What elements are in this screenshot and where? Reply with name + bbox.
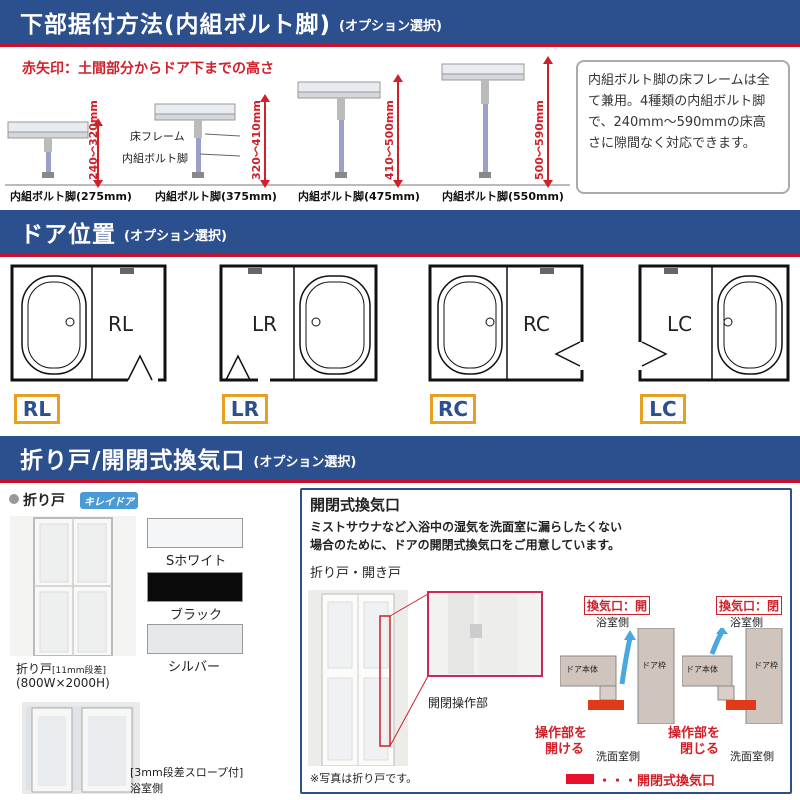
swatch-white-label: Sホワイト	[166, 554, 227, 569]
door-caption-1: 折り戸[11mm段差]	[16, 660, 106, 677]
close-action-2: 閉じる	[680, 742, 720, 757]
swatch-white[interactable]	[147, 518, 243, 548]
slope-caption-1: [3mm段差スロープ付]	[130, 766, 244, 779]
open-frame-label: ドア枠	[642, 661, 666, 670]
section3-divider	[0, 480, 800, 483]
section3-title: 折り戸/開閉式換気口	[20, 448, 246, 474]
section1-banner: 下部据付方法(内組ボルト脚) (オプション選択)	[0, 0, 800, 44]
bolt-label: 内組ボルト脚	[122, 152, 188, 165]
slope-photo	[22, 702, 140, 794]
tag-rl[interactable]: RL	[14, 394, 60, 424]
range-550: 500〜590mm	[533, 100, 546, 180]
vent-legend-label: ・・・開閉式換気口	[598, 774, 716, 789]
swatch-silver-label: シルバー	[168, 660, 221, 675]
leg-diagram-375	[154, 94, 270, 188]
plan-label-rl: RL	[108, 312, 134, 336]
close-body-label: ドア本体	[686, 665, 718, 674]
bullet-icon	[9, 494, 19, 504]
close-wash-label: 洗面室側	[730, 750, 774, 763]
vent-title: 開閉式換気口	[310, 496, 401, 514]
kirei-door-badge: キレイドア	[80, 492, 138, 509]
leg-caption-475: 内組ボルト脚(475mm)	[298, 190, 420, 203]
section3-subtitle: (オプション選択)	[253, 454, 357, 470]
section1-title: 下部据付方法(内組ボルト脚)	[20, 12, 332, 38]
open-wash-label: 洗面室側	[596, 750, 640, 763]
section2-banner: ドア位置 (オプション選択)	[0, 210, 800, 254]
door-plans	[10, 264, 790, 382]
vent-box	[300, 488, 792, 794]
vent-desc-2: 場合のために、ドアの開閉式換気口をご用意しています。	[310, 538, 621, 552]
tag-lr[interactable]: LR	[222, 394, 268, 424]
section2-divider	[0, 254, 800, 257]
leg-caption-275: 内組ボルト脚(275mm)	[10, 190, 132, 203]
plan-label-lr: LR	[252, 312, 278, 336]
close-bath-label: 浴室側	[730, 616, 763, 629]
folding-door-photo	[10, 516, 136, 656]
plan-label-lc: LC	[667, 312, 693, 336]
vent-door-type: 折り戸・開き戸	[310, 566, 402, 581]
leg-caption-375: 内組ボルト脚(375mm)	[155, 190, 277, 203]
vent-desc-1: ミストサウナなど入浴中の湿気を洗面室に漏らしたくない	[310, 520, 623, 534]
leg-diagram-475	[297, 74, 403, 188]
leg-caption-550: 内組ボルト脚(550mm)	[442, 190, 564, 203]
plan-label-rc: RC	[523, 312, 550, 336]
plan-rl	[10, 264, 167, 382]
plan-rc	[428, 264, 584, 382]
open-action-2: 開ける	[545, 742, 585, 757]
open-action-1: 操作部を	[535, 726, 588, 741]
section2-subtitle: (オプション選択)	[124, 228, 227, 244]
swatch-black-label: ブラック	[170, 608, 223, 623]
door-heading: 折り戸	[23, 493, 65, 509]
info-box: 内組ボルト脚の床フレームは全て兼用。4種類の内組ボルト脚で、240mm〜590m…	[576, 60, 790, 194]
slope-caption-2: 浴室側	[130, 782, 163, 795]
range-275: 240〜320mm	[87, 100, 100, 180]
section1-subtitle: (オプション選択)	[339, 18, 442, 34]
tag-lc[interactable]: LC	[640, 394, 686, 424]
op-label: 開閉操作部	[428, 696, 489, 710]
plan-lr	[219, 264, 378, 382]
leg-diagram-550	[441, 56, 553, 188]
section3-banner: 折り戸/開閉式換気口 (オプション選択)	[0, 436, 800, 480]
door-caption-1-text: 折り戸	[16, 662, 53, 676]
leg-diagram-275	[7, 118, 103, 188]
close-badge: 換気口：閉	[716, 596, 783, 615]
door-caption-1-step: [11mm段差]	[52, 666, 107, 676]
leg-diagrams	[5, 56, 570, 188]
photo-note: ※写真は折り戸です。	[310, 772, 418, 785]
door-caption-2: (800W×2000H)	[16, 676, 110, 690]
frame-label: 床フレーム	[130, 130, 185, 143]
open-body-label: ドア本体	[566, 665, 598, 674]
section2-title: ドア位置	[20, 222, 116, 248]
swatch-silver[interactable]	[147, 624, 243, 654]
range-375: 320〜410mm	[250, 100, 263, 180]
open-bath-label: 浴室側	[596, 616, 629, 629]
open-badge: 換気口：開	[584, 596, 651, 615]
tag-rc[interactable]: RC	[430, 394, 476, 424]
swatch-black[interactable]	[147, 572, 243, 602]
range-475: 410〜500mm	[383, 100, 396, 180]
vent-legend-swatch	[566, 774, 594, 784]
plan-lc	[638, 264, 790, 382]
vent-photo	[308, 590, 543, 766]
close-diagram	[682, 628, 783, 724]
close-action-1: 操作部を	[668, 726, 721, 741]
close-frame-label: ドア枠	[754, 661, 778, 670]
section1-divider	[0, 44, 800, 47]
height-note: 赤矢印：土間部分からドア下までの高さ	[22, 61, 274, 77]
open-diagram	[560, 628, 675, 724]
